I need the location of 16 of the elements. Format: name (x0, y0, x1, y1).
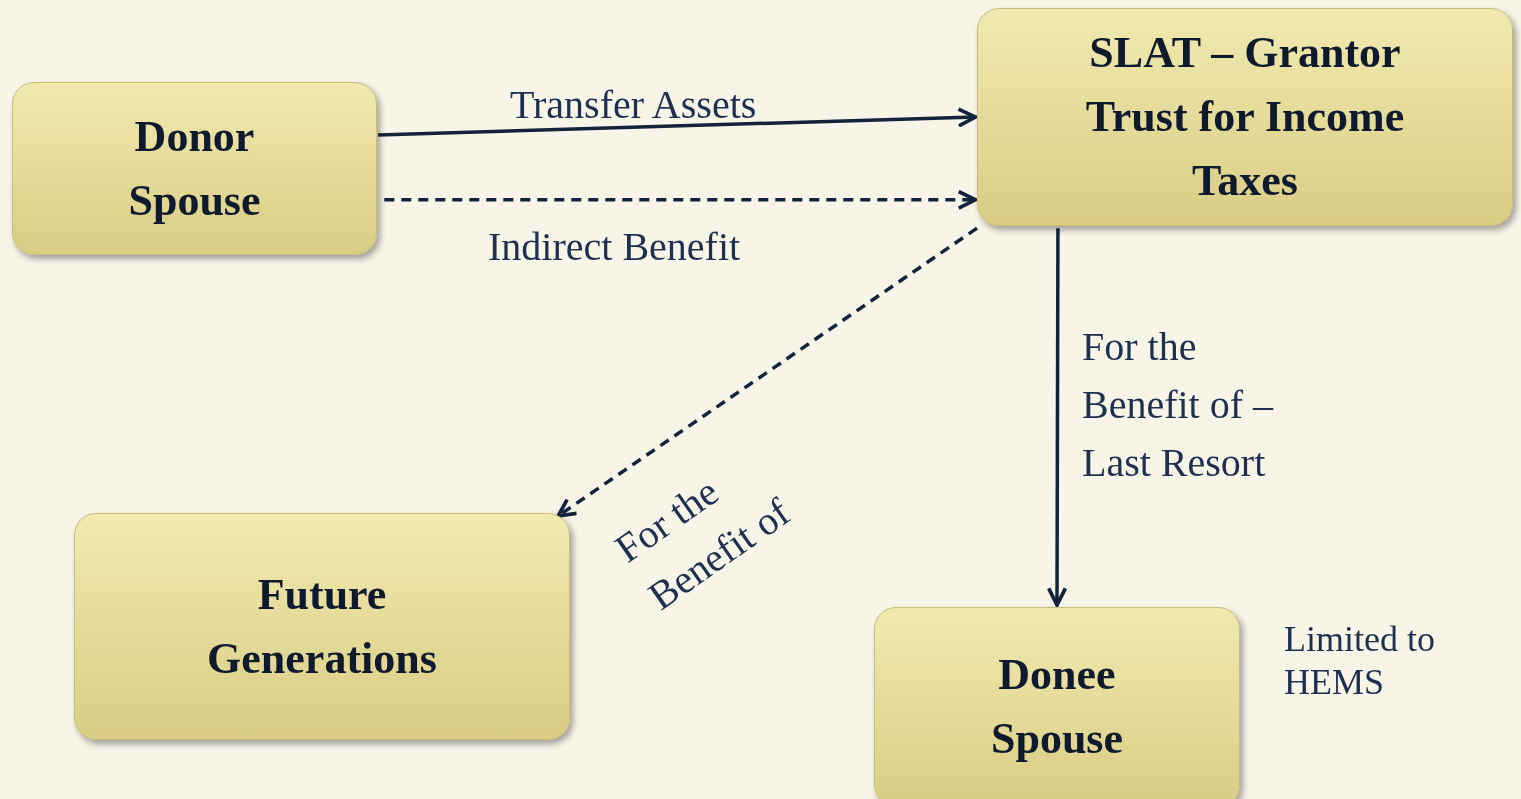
node-label: Future Generations (206, 568, 438, 685)
node-label: Donee Spouse (989, 649, 1125, 765)
arrow (1046, 228, 1068, 607)
rounded-box (74, 513, 570, 740)
edge-label: Transfer Assets (510, 81, 758, 129)
node-label: SLAT – Grantor Trust for Income Taxes (1084, 27, 1406, 207)
rounded-box (874, 607, 1240, 799)
arrow (378, 107, 978, 137)
node-label: Donor Spouse (127, 110, 262, 227)
edge-label: Indirect Benefit (488, 223, 742, 271)
rounded-box (12, 82, 377, 255)
dashed-arrow (556, 226, 978, 518)
dashed-arrow (384, 189, 978, 210)
node-note: Limited to HEMS (1284, 618, 1436, 705)
edge-label: For the Benefit of – Last Resort (1082, 323, 1275, 487)
rounded-box (977, 8, 1513, 226)
